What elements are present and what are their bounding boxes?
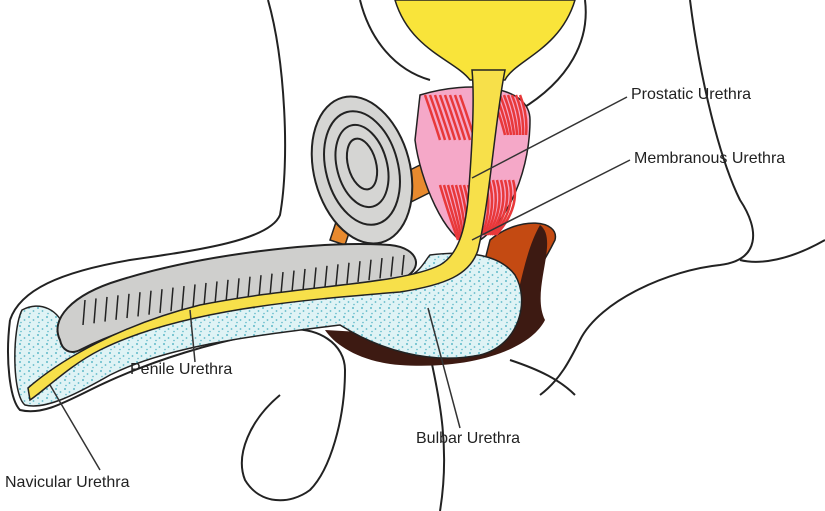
hatch-line — [390, 256, 394, 277]
hatch-line — [269, 273, 273, 296]
hatch-line — [159, 289, 163, 313]
hatch-line — [357, 261, 361, 282]
pubic-bone — [310, 95, 414, 245]
hatch-line — [335, 264, 339, 286]
muscle-stripe — [442, 184, 462, 241]
muscle-stripe — [495, 179, 517, 236]
hatch-line — [401, 254, 405, 276]
muscle-stripe — [448, 94, 467, 141]
hatch-line — [148, 290, 152, 315]
muscle-stripe — [498, 94, 513, 136]
muscle-stripe — [443, 94, 462, 141]
muscle-stripe — [482, 179, 494, 236]
muscle-stripe — [428, 94, 447, 141]
muscle-stripe — [514, 94, 525, 136]
hatch-line — [346, 262, 350, 284]
hatch-line — [258, 275, 262, 298]
hatch-line — [93, 298, 97, 324]
hatch-line — [368, 259, 372, 281]
muscle-stripe — [493, 179, 513, 236]
muscle-stripe — [510, 94, 522, 136]
muscle-stripe — [518, 94, 528, 136]
hatch-line — [302, 268, 306, 291]
hatch-line — [137, 292, 141, 317]
hatch-line — [225, 279, 229, 303]
hatch-line — [203, 282, 207, 307]
hatch-line — [280, 272, 284, 295]
muscle-stripe — [488, 179, 505, 236]
label-penile-urethra: Penile Urethra — [130, 361, 233, 378]
hatch-line — [247, 276, 251, 300]
hatch-line — [313, 267, 317, 289]
hatch-line — [291, 270, 295, 293]
muscle-stripe — [438, 94, 457, 141]
hatch-line — [115, 295, 119, 320]
muscle-stripe — [506, 94, 519, 136]
muscle-stripe — [502, 94, 516, 136]
hatch-line — [181, 285, 185, 310]
label-prostatic-urethra: Prostatic Urethra — [631, 86, 752, 103]
muscle-stripe — [438, 184, 460, 241]
hatch-line — [324, 265, 328, 288]
muscle-stripe — [423, 94, 442, 141]
hatch-line — [379, 258, 383, 279]
hatch-line — [192, 284, 196, 308]
muscle-stripe — [453, 94, 472, 141]
muscle-stripe — [491, 179, 509, 236]
muscle-stripe — [433, 94, 452, 141]
leader-lines — [49, 96, 631, 471]
hatch-line — [82, 299, 86, 326]
hatch-line — [236, 278, 240, 301]
label-navicular-urethra: Navicular Urethra — [5, 474, 130, 491]
label-bulbar-urethra: Bulbar Urethra — [416, 430, 521, 447]
body-outline — [7, 0, 825, 511]
bladder — [394, 0, 576, 81]
urethra — [27, 69, 506, 402]
hatch-line — [170, 287, 174, 312]
muscle-stripe — [484, 179, 498, 236]
hatch-line — [126, 293, 130, 319]
hatch-line — [214, 281, 218, 305]
label-membranous-urethra: Membranous Urethra — [634, 150, 786, 167]
hatch-line — [104, 296, 108, 322]
